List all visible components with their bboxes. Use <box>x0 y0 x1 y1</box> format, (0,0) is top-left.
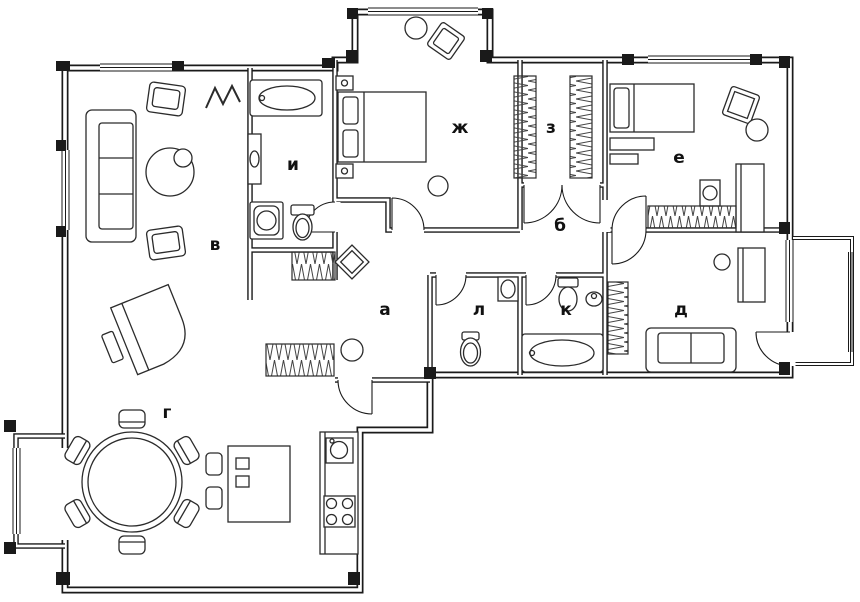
bathtub <box>249 79 323 117</box>
wall-pilasters <box>4 8 790 585</box>
zigzag-decor <box>205 83 241 109</box>
door-room-ye <box>611 195 647 231</box>
toilet <box>459 331 482 367</box>
stool <box>340 338 364 362</box>
toilet <box>290 204 315 241</box>
desk <box>735 163 765 233</box>
room-d-furniture <box>607 247 766 373</box>
room-label-v: в <box>210 235 221 255</box>
sink <box>585 291 603 307</box>
door-room-g <box>337 379 373 415</box>
dining-chair <box>173 435 200 466</box>
room-label-zh: ж <box>452 118 469 138</box>
coffee-table <box>145 147 195 197</box>
rug <box>334 244 370 280</box>
dining-chair <box>173 498 200 529</box>
stool <box>427 175 449 197</box>
bedroom-ye-furniture <box>609 83 769 233</box>
doors <box>304 184 791 415</box>
desk-chair <box>205 486 223 510</box>
dining-chair <box>64 435 91 466</box>
bathtub <box>521 333 604 373</box>
cabinet <box>737 247 766 303</box>
armchair <box>145 81 187 117</box>
double-bed <box>337 91 427 163</box>
side-table <box>745 118 769 142</box>
single-bed <box>609 83 695 133</box>
door-room-k <box>525 274 557 306</box>
room-label-l: л <box>473 300 485 320</box>
bedside-shelf <box>609 153 639 165</box>
door-room-d <box>611 229 647 265</box>
corner-sink <box>497 276 519 302</box>
desk <box>227 445 291 523</box>
dining-chair <box>118 535 146 555</box>
room-label-b: б <box>554 216 566 236</box>
door-closet-z-right <box>561 184 601 224</box>
washbasin <box>247 133 262 185</box>
closet-hatched <box>265 343 335 377</box>
door-closet-z-left <box>523 184 563 224</box>
living-room-furniture <box>85 81 241 376</box>
corridor-a-furniture <box>265 244 370 377</box>
kitchen-sink <box>325 437 354 464</box>
chair <box>427 22 465 60</box>
side-table <box>713 253 731 271</box>
sofa <box>645 327 737 373</box>
balcony-walls <box>791 236 854 366</box>
room-label-i: и <box>287 155 299 175</box>
bathroom-k-furniture <box>521 277 604 373</box>
room-label-ye: е <box>673 148 685 168</box>
side-table <box>404 16 428 40</box>
wardrobe-hatched <box>607 281 629 355</box>
chair <box>721 85 761 125</box>
room-label-g: г <box>163 403 172 423</box>
closet-z-furniture <box>513 75 593 179</box>
stove <box>323 495 356 528</box>
nightstand <box>335 163 354 179</box>
bedside-shelf <box>609 137 655 151</box>
door-room-l <box>435 274 467 306</box>
room-labels: в и ж з е б а л к д г <box>163 118 688 423</box>
wardrobe-hatched <box>569 75 593 179</box>
grand-piano <box>101 283 186 376</box>
wardrobe-hatched <box>647 205 737 229</box>
dining-table <box>81 431 183 533</box>
dining-kitchen-furniture <box>64 409 359 555</box>
wardrobe-hatched <box>513 75 537 179</box>
wc-l-furniture <box>459 276 519 367</box>
bedroom-zh-furniture <box>335 16 465 197</box>
dining-chair <box>118 409 146 429</box>
room-label-k: к <box>560 300 572 320</box>
nightstand <box>335 75 354 91</box>
washbasin-cabinet <box>699 179 721 207</box>
windows <box>12 7 853 534</box>
bathroom-i-furniture <box>247 79 336 281</box>
dining-chair <box>64 498 91 529</box>
washing-machine <box>249 201 284 240</box>
room-label-d: д <box>674 300 688 320</box>
room-label-z: з <box>546 118 556 138</box>
toilet <box>557 277 579 312</box>
bay-window-walls <box>16 436 65 546</box>
door-balcony <box>755 331 791 367</box>
room-label-a: а <box>379 300 390 320</box>
door-room-zh <box>391 197 425 231</box>
desk-chair <box>205 452 223 476</box>
sofa <box>85 109 137 243</box>
armchair <box>145 225 187 261</box>
shelving-hatched <box>291 251 336 281</box>
